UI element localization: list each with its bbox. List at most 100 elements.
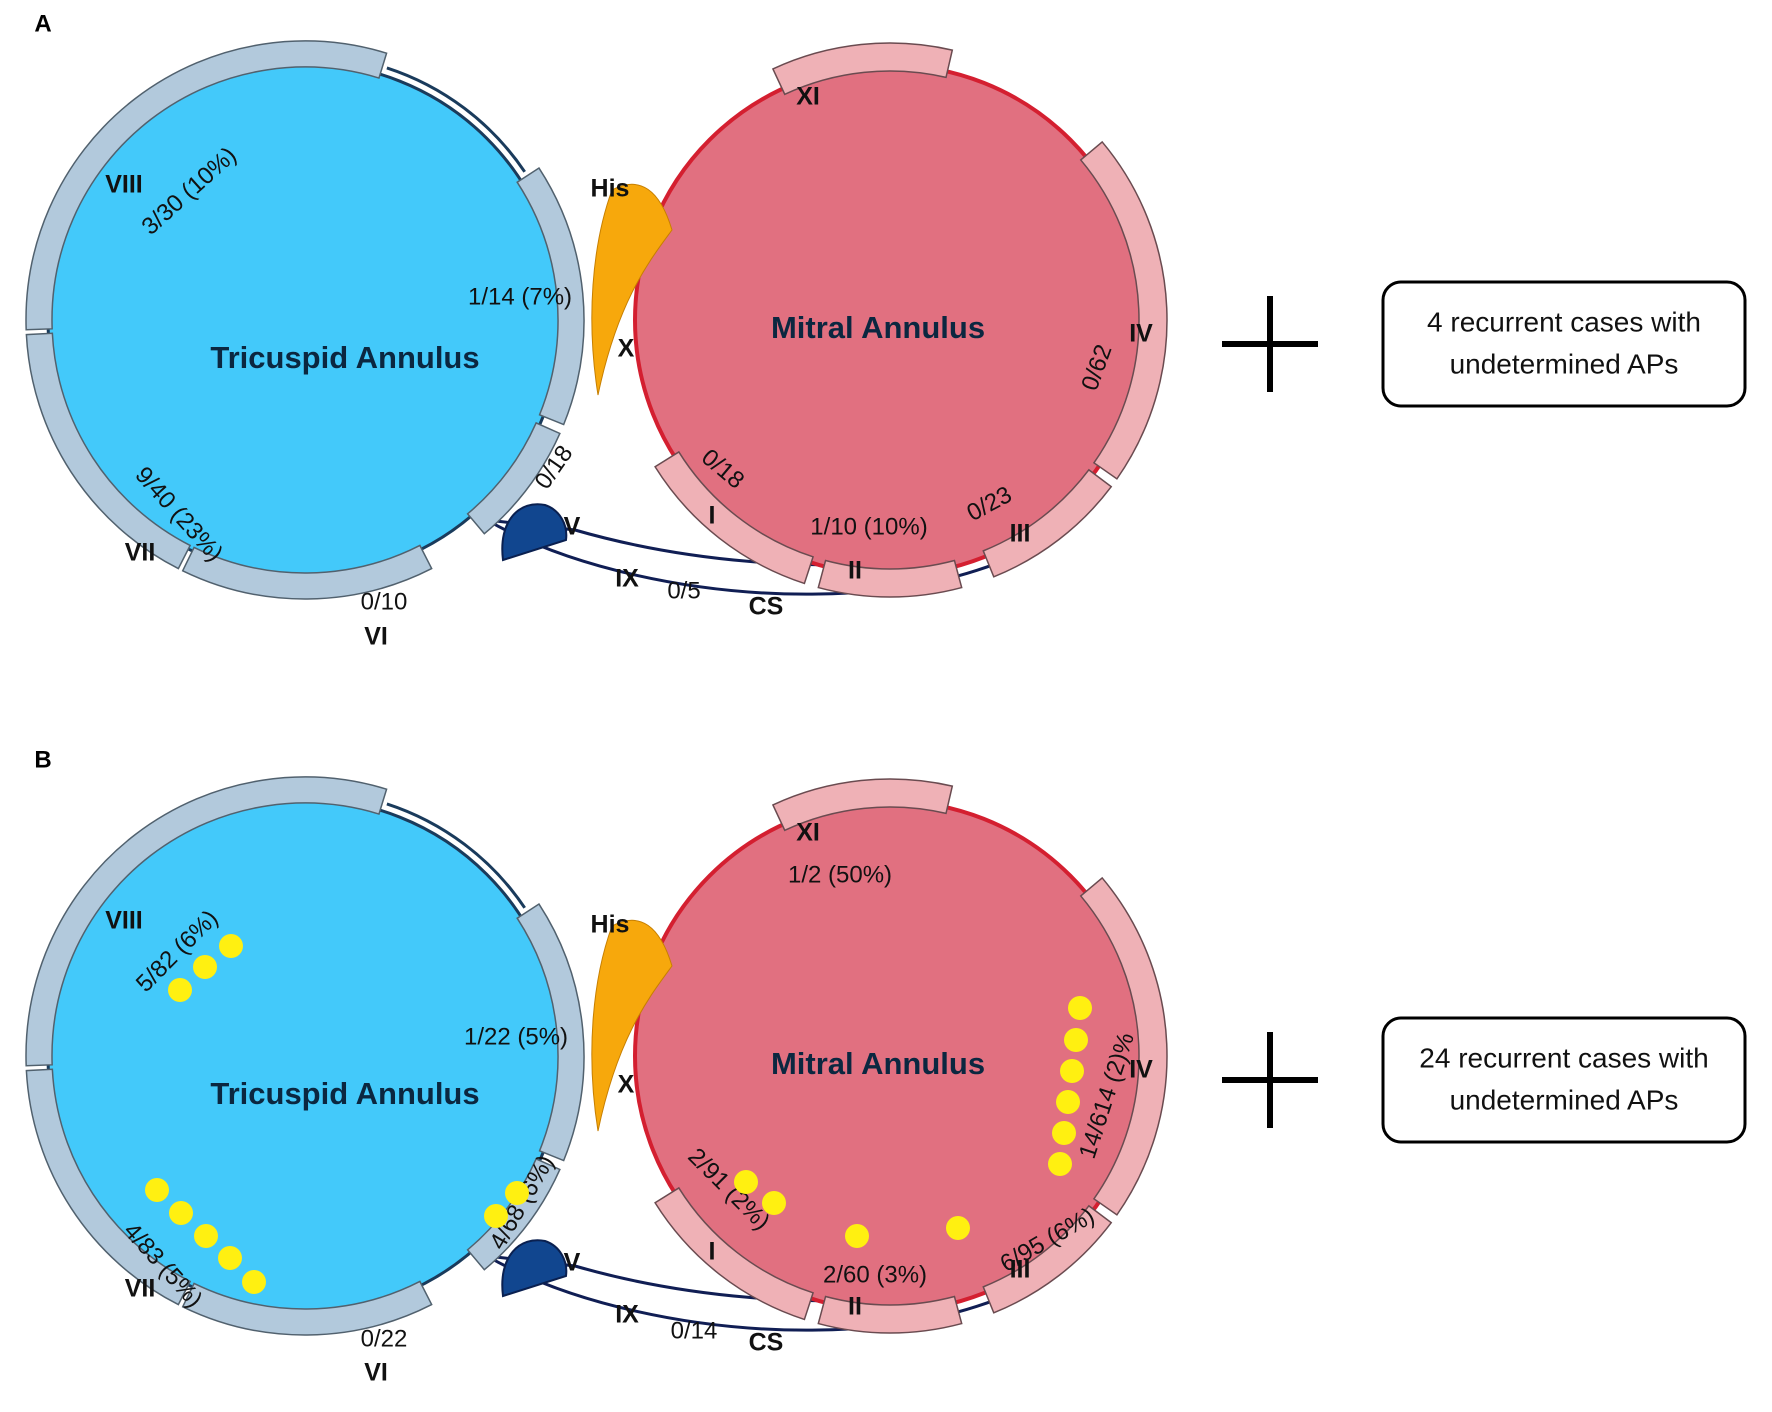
mitral-annulus-label: Mitral Annulus — [771, 1046, 985, 1081]
tricuspid-segment-x — [516, 903, 585, 1162]
mitral-segment-xi — [771, 42, 954, 96]
recurrence-dot-iv — [1056, 1090, 1080, 1114]
recurrence-dot-vii — [145, 1178, 169, 1202]
tricuspid-segment-vii — [25, 1068, 192, 1306]
region-label-x: X — [618, 1071, 635, 1099]
mitral-annulus-label: Mitral Annulus — [771, 310, 985, 345]
recurrence-dot-v — [505, 1181, 529, 1205]
mitral-annulus — [633, 778, 1168, 1334]
recurrence-dot-iv — [1060, 1059, 1084, 1083]
region-label-ii: II — [848, 1293, 862, 1321]
recurrence-dot-i — [762, 1191, 786, 1215]
his-label: His — [591, 175, 630, 203]
fraction-x: 1/22 (5%) — [464, 1023, 568, 1050]
mitral-segment-ii — [817, 559, 963, 598]
recurrence-note-line-1: 4 recurrent cases with — [1427, 306, 1701, 337]
region-label-i: I — [709, 1238, 716, 1266]
panel-letter: B — [34, 746, 51, 773]
region-label-vii: VII — [125, 1275, 156, 1303]
region-label-iv: IV — [1129, 1056, 1153, 1084]
mitral-segment-iii — [982, 1204, 1113, 1314]
fraction-xi: 1/2 (50%) — [788, 861, 892, 888]
region-label-ix: IX — [615, 565, 639, 593]
fraction-ii: 2/60 (3%) — [823, 1261, 927, 1288]
cs-ostium — [501, 503, 568, 562]
region-label-xi: XI — [796, 83, 820, 111]
fraction-vi: 0/22 — [361, 1325, 408, 1352]
recurrence-dot-vii — [242, 1270, 266, 1294]
region-label-vii: VII — [125, 539, 156, 567]
recurrence-note-line-2: undetermined APs — [1450, 1084, 1679, 1115]
plus-sign — [1222, 1032, 1318, 1128]
recurrence-dot-v — [484, 1204, 508, 1228]
tricuspid-annulus-label: Tricuspid Annulus — [210, 340, 479, 375]
his-bundle — [591, 919, 673, 1132]
tricuspid-segment-x — [516, 167, 585, 426]
mitral-segment-xi — [771, 778, 954, 832]
region-label-x: X — [618, 335, 635, 363]
recurrence-dot-viii — [219, 934, 243, 958]
tricuspid-segment-v — [466, 421, 561, 535]
mitral-segment-i — [654, 450, 814, 585]
tricuspid-rim — [386, 802, 526, 909]
recurrence-dot-ii — [845, 1224, 869, 1248]
fraction-x: 1/14 (7%) — [468, 283, 572, 310]
fraction-ii: 1/10 (10%) — [810, 513, 927, 540]
recurrence-dot-viii — [168, 978, 192, 1002]
recurrence-note-box — [1381, 1016, 1747, 1144]
panel-letter: A — [34, 10, 51, 37]
cs-label: CS — [749, 593, 784, 621]
tricuspid-segment-viii — [25, 776, 388, 1067]
cs-ostium — [501, 1239, 568, 1298]
his-bundle — [591, 183, 673, 396]
region-label-ix: IX — [615, 1301, 639, 1329]
plus-sign — [1222, 296, 1318, 392]
region-label-v: V — [564, 1249, 581, 1277]
mitral-segment-iv — [1079, 140, 1168, 480]
recurrence-note-line-1: 24 recurrent cases with — [1419, 1042, 1708, 1073]
region-label-viii: VIII — [105, 171, 143, 199]
recurrence-dot-iv — [1048, 1152, 1072, 1176]
mitral-segment-iii — [982, 468, 1113, 578]
region-label-ii: II — [848, 557, 862, 585]
fraction-ix: 0/5 — [667, 577, 700, 604]
recurrence-dot-vii — [218, 1246, 242, 1270]
tricuspid-rim — [386, 66, 526, 173]
his-label: His — [591, 911, 630, 939]
mitral-segment-i — [654, 1186, 814, 1321]
tricuspid-segment-vi — [181, 544, 433, 600]
recurrence-dot-iv — [1064, 1028, 1088, 1052]
region-label-iv: IV — [1129, 320, 1153, 348]
mitral-segment-iv — [1079, 876, 1168, 1216]
fraction-ix: 0/14 — [671, 1317, 718, 1344]
region-label-vi: VI — [364, 623, 388, 651]
recurrence-dot-iv — [1068, 996, 1092, 1020]
recurrence-note-box — [1381, 280, 1747, 408]
cs-label: CS — [749, 1329, 784, 1357]
mitral-annulus — [633, 42, 1168, 598]
mitral-segment-ii — [817, 1295, 963, 1334]
region-label-iii: III — [1010, 520, 1031, 548]
recurrence-dot-i — [734, 1170, 758, 1194]
region-label-v: V — [564, 513, 581, 541]
region-label-viii: VIII — [105, 907, 143, 935]
recurrence-dot-vii — [169, 1201, 193, 1225]
region-label-iii: III — [1010, 1256, 1031, 1284]
recurrence-dot-vii — [194, 1224, 218, 1248]
region-label-xi: XI — [796, 819, 820, 847]
recurrence-dot-iii — [946, 1216, 970, 1240]
region-label-vi: VI — [364, 1359, 388, 1387]
recurrence-dot-viii — [193, 955, 217, 979]
fraction-vi: 0/10 — [361, 588, 408, 615]
tricuspid-annulus — [25, 776, 585, 1336]
recurrence-note-line-2: undetermined APs — [1450, 348, 1679, 379]
region-label-i: I — [709, 502, 716, 530]
recurrence-dot-iv — [1052, 1121, 1076, 1145]
tricuspid-segment-viii — [25, 40, 388, 331]
tricuspid-annulus — [25, 40, 585, 600]
tricuspid-segment-vii — [25, 332, 192, 570]
tricuspid-annulus-label: Tricuspid Annulus — [210, 1076, 479, 1111]
